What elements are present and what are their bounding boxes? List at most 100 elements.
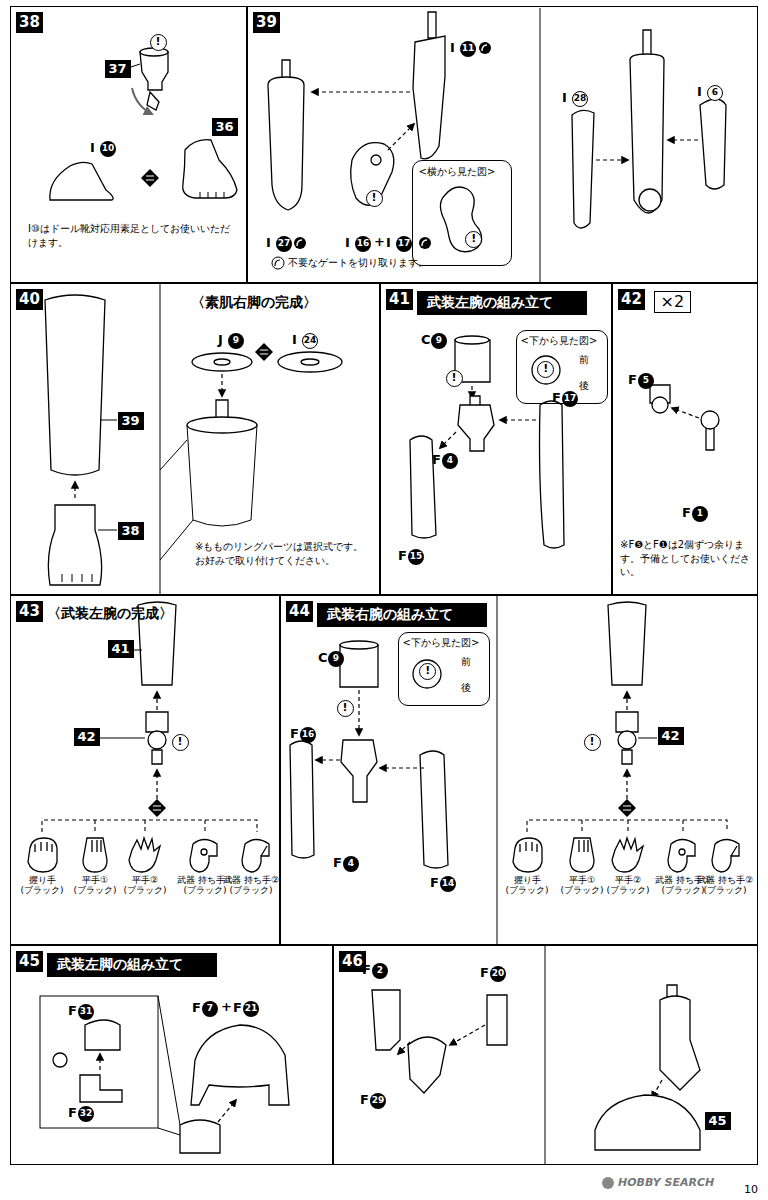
step-heading: 〈武装左腕の完成〉 — [47, 605, 173, 623]
watermark: HOBBY SEARCH — [618, 1176, 714, 1189]
part-number: 17 — [562, 391, 578, 407]
hand-label: 平手② (ブラック) — [117, 875, 173, 896]
callout-number: 36 — [212, 118, 238, 136]
note-text: ※F❺とF❶は2個ずつ余ります。予備としてお使いください。 — [620, 538, 754, 579]
part-letter: F — [360, 1092, 369, 1108]
part-letter: F — [290, 726, 299, 742]
part-letter: F — [430, 875, 439, 891]
view-bubble: <下から見た図>前後! — [516, 330, 608, 404]
step-number: 39 — [253, 12, 280, 33]
view-bubble: <横から見た図>! — [412, 160, 512, 266]
step-heading: 武装左腕の組み立て — [417, 291, 587, 315]
part-letter: F — [192, 1000, 201, 1016]
plus-sign: + — [221, 999, 232, 1015]
callout-number: 39 — [118, 412, 144, 430]
part-number: 1 — [692, 506, 708, 522]
part-number: 4 — [343, 856, 359, 872]
callout-number: 38 — [118, 522, 144, 540]
caution-mark: ! — [419, 663, 436, 680]
part-number: 9 — [228, 333, 244, 349]
part-number: 9 — [431, 333, 447, 349]
step-number: 38 — [16, 12, 43, 33]
step-heading: 〈素肌右脚の完成〉 — [191, 294, 317, 312]
caution-text: ! — [447, 371, 462, 385]
part-number: 2 — [372, 963, 388, 979]
caution-mark: ! — [172, 734, 189, 751]
callout-text: 41 — [112, 641, 130, 657]
direction-text: 後 — [461, 681, 471, 695]
part-letter: F — [552, 390, 561, 406]
callout-text: 42 — [78, 729, 96, 745]
note-text: 不要なゲートを切り取ります。 — [288, 256, 528, 270]
callout-text: ×2 — [661, 292, 685, 312]
step-heading: 武装左脚の組み立て — [47, 953, 217, 977]
part-letter: J — [218, 332, 223, 348]
part-number: 17 — [396, 236, 412, 252]
part-number: 15 — [408, 549, 424, 565]
part-letter: F — [362, 962, 371, 978]
direction-text: 後 — [579, 379, 589, 393]
part-letter: I — [292, 332, 297, 348]
callout-number: 41 — [108, 640, 134, 658]
caution-text: ! — [151, 35, 166, 49]
part-letter: F — [233, 1000, 242, 1016]
page-number: 10 — [744, 1183, 758, 1196]
quantity-box: ×2 — [654, 291, 692, 313]
step-number: 42 — [618, 289, 645, 310]
part-letter: F — [432, 452, 441, 468]
caution-text: ! — [173, 735, 188, 749]
hand-label: 平手② (ブラック) — [600, 875, 656, 896]
part-number: 32 — [78, 1106, 94, 1122]
caution-mark: ! — [465, 231, 482, 248]
callout-text: 38 — [122, 523, 140, 539]
step-number: 40 — [16, 289, 43, 310]
part-number: 10 — [100, 141, 116, 157]
plus-sign: + — [374, 234, 385, 250]
part-number: 14 — [440, 876, 456, 892]
part-letter: F — [480, 965, 489, 981]
note-text: ※もものリングパーツは選択式です。お好みで取り付けてください。 — [195, 540, 373, 567]
part-letter: I — [562, 90, 567, 106]
part-number: 16 — [355, 236, 371, 252]
part-number: 27 — [276, 236, 292, 252]
part-number: 9 — [328, 651, 344, 667]
part-number: 6 — [707, 85, 723, 101]
callout-text: 39 — [122, 413, 140, 429]
callout-number: 42 — [658, 727, 684, 745]
note-text: I⑩はドール靴対応用素足としてお使いいただけます。 — [28, 222, 233, 249]
step-number: 41 — [386, 289, 413, 310]
callout-text: 37 — [109, 61, 127, 77]
view-caption: <下から見た図> — [403, 636, 480, 650]
caution-mark: ! — [537, 361, 554, 378]
step-panel: 45武装左脚の組み立て — [10, 945, 333, 1165]
hand-label: 握り手 (ブラック) — [14, 875, 70, 896]
caution-mark: ! — [150, 34, 167, 51]
caution-text: ! — [585, 735, 600, 749]
caution-mark: ! — [337, 700, 354, 717]
hand-label: 平手① (ブラック) — [554, 875, 610, 896]
part-number: 4 — [442, 453, 458, 469]
part-letter: I — [90, 140, 95, 156]
part-number: 16 — [300, 727, 316, 743]
view-caption: <下から見た図> — [521, 334, 598, 348]
callout-number: 45 — [705, 1112, 731, 1130]
direction-text: 前 — [461, 655, 471, 669]
part-number: 29 — [370, 1093, 386, 1109]
part-letter: F — [68, 1105, 77, 1121]
part-letter: I — [450, 40, 455, 56]
part-letter: I — [386, 235, 391, 251]
step-number: 45 — [16, 951, 43, 972]
part-letter: I — [266, 235, 271, 251]
caution-mark: ! — [366, 190, 383, 207]
part-letter: I — [345, 235, 350, 251]
part-letter: C — [421, 332, 431, 348]
callout-text: 45 — [709, 1113, 727, 1129]
step-number: 44 — [286, 601, 313, 622]
part-number: 31 — [78, 1004, 94, 1020]
part-letter: F — [68, 1003, 77, 1019]
step-number: 43 — [16, 601, 43, 622]
caution-text: ! — [338, 701, 353, 715]
part-number: 28 — [572, 91, 588, 107]
